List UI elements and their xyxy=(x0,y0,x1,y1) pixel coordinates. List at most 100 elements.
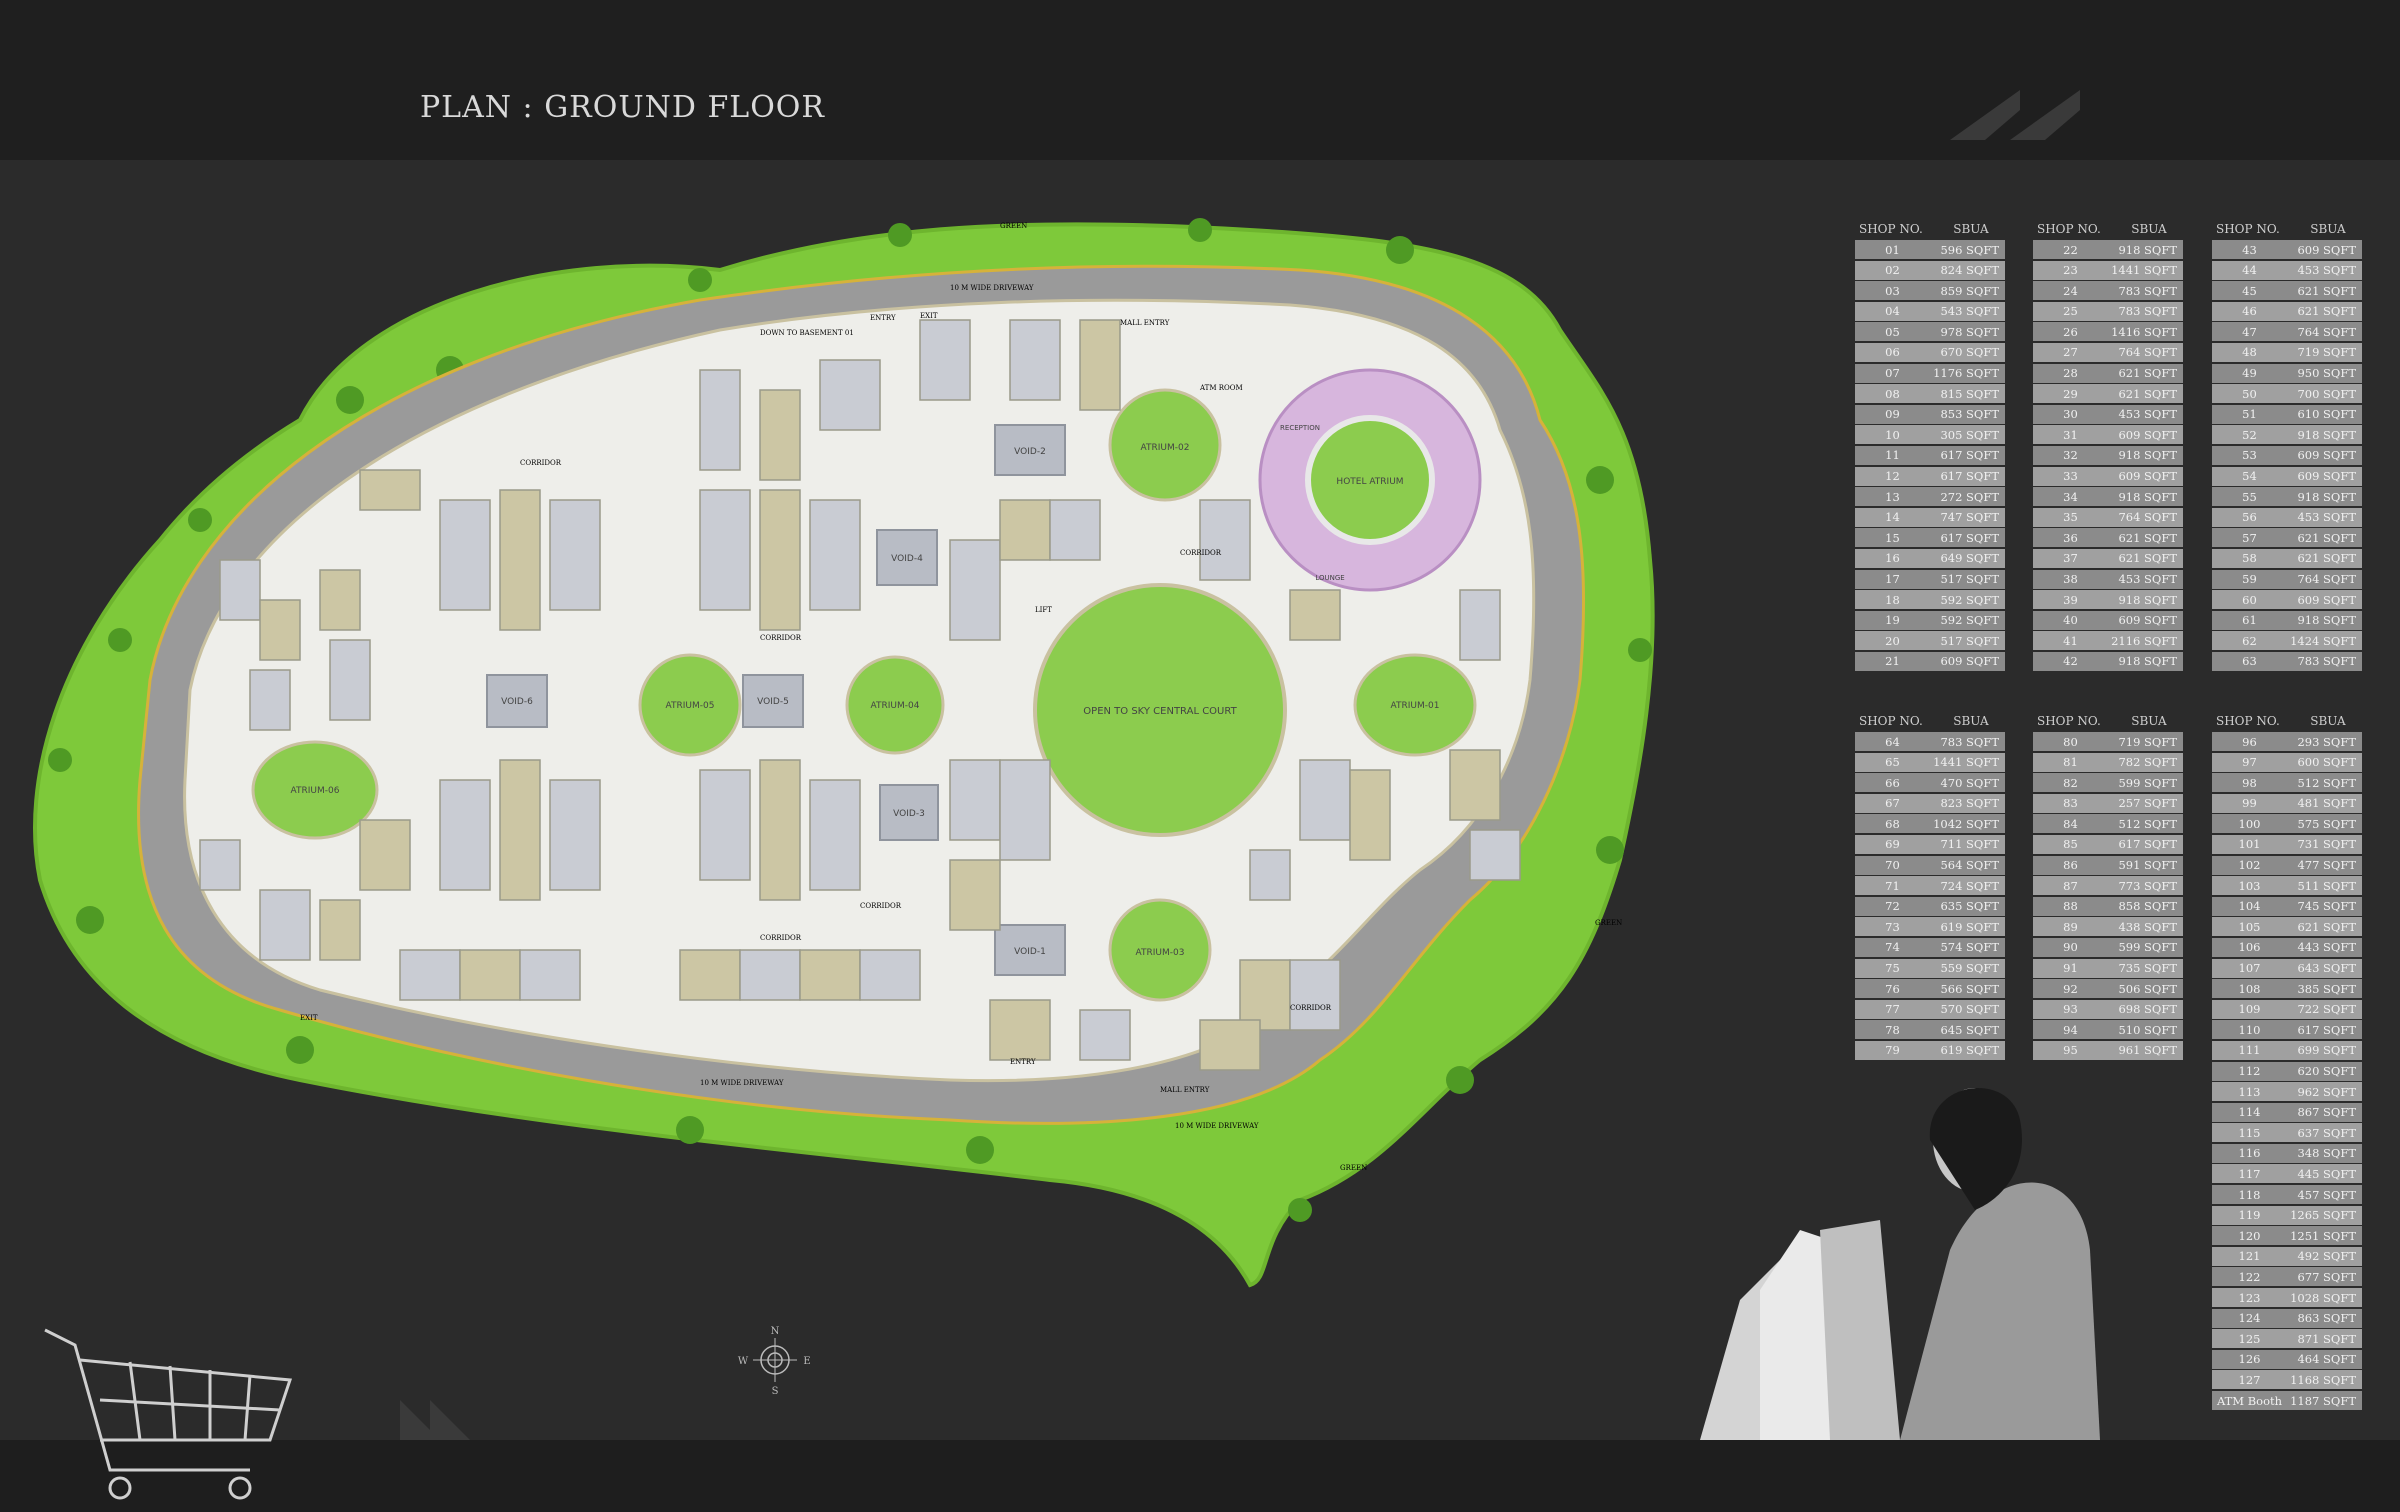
shop-area: 305 SQFT xyxy=(1940,427,1999,442)
shop-number: 67 xyxy=(1885,796,1900,811)
shop-area: 481 SQFT xyxy=(2297,796,2356,811)
shop-number: 122 xyxy=(2238,1269,2261,1284)
shopping-cart-icon xyxy=(44,1328,293,1500)
atrium-03-label: ATRIUM-03 xyxy=(1136,948,1185,958)
green-label: GREEN xyxy=(1000,222,1027,230)
atrium-01 xyxy=(1353,653,1477,757)
driveway-label: 10 M WIDE DRIVEWAY xyxy=(950,284,1034,292)
void-3-label: VOID-3 xyxy=(893,809,925,819)
shop-number: 61 xyxy=(2242,613,2257,628)
shop-number: 88 xyxy=(2063,899,2078,914)
shop-area: 918 SQFT xyxy=(2118,654,2177,669)
shop-area: 621 SQFT xyxy=(2297,551,2356,566)
page-title: PLAN : GROUND FLOOR xyxy=(420,90,825,125)
shop-area: 764 SQFT xyxy=(2118,345,2177,360)
shop-area: 649 SQFT xyxy=(1940,551,1999,566)
shop-number: 84 xyxy=(2063,816,2078,831)
shop-area: 621 SQFT xyxy=(2297,304,2356,319)
shop-number: 114 xyxy=(2238,1105,2261,1120)
void-6-label: VOID-6 xyxy=(501,697,533,707)
corridor-label: CORRIDOR xyxy=(1180,549,1222,557)
header-shop-no: SHOP NO. xyxy=(2216,714,2280,728)
shop-number: 124 xyxy=(2238,1311,2261,1326)
shop-area: 621 SQFT xyxy=(2118,551,2177,566)
mall-entry-label: MALL ENTRY xyxy=(1160,1086,1210,1094)
shop-area: 735 SQFT xyxy=(2118,961,2177,976)
shop-number: 56 xyxy=(2242,510,2257,525)
shop-number: 42 xyxy=(2063,654,2078,669)
shop-number: 72 xyxy=(1885,899,1900,914)
shop-number: 102 xyxy=(2238,858,2261,873)
shop-area: 1424 SQFT xyxy=(2290,633,2356,648)
shop-number: 108 xyxy=(2238,981,2261,996)
corridor-label: CORRIDOR xyxy=(520,459,562,467)
shop-area: 609 SQFT xyxy=(2297,242,2356,257)
shop-area: 453 SQFT xyxy=(2118,572,2177,586)
shop-number: 15 xyxy=(1885,530,1900,545)
shop-area: 621 SQFT xyxy=(2118,366,2177,381)
shop-number: 19 xyxy=(1885,613,1900,628)
atrium-04 xyxy=(845,655,945,755)
shop-number: 29 xyxy=(2063,386,2078,401)
shop-number: 71 xyxy=(1885,878,1900,893)
shop-area: 699 SQFT xyxy=(2297,1043,2356,1058)
shop-number: 65 xyxy=(1885,755,1900,770)
shop-area: 918 SQFT xyxy=(2297,613,2356,628)
shop-area: 512 SQFT xyxy=(2118,816,2177,831)
shop-number: 96 xyxy=(2242,734,2257,749)
compass-icon: N S E W xyxy=(738,1326,811,1397)
shop-area: 1187 SQFT xyxy=(2290,1393,2356,1408)
shop-area: 559 SQFT xyxy=(1940,961,1999,976)
shop-number: ATM Booth xyxy=(2216,1393,2283,1408)
shop-area: 619 SQFT xyxy=(1940,919,1999,934)
shop-area: 511 SQFT xyxy=(2297,878,2356,893)
shop-area: 609 SQFT xyxy=(2297,448,2356,463)
hotel-atrium-label: HOTEL ATRIUM xyxy=(1336,477,1403,487)
corridor-label: CORRIDOR xyxy=(760,634,802,642)
shop-number: 109 xyxy=(2238,1002,2261,1017)
shop-number: 86 xyxy=(2063,858,2078,873)
shop-area: 592 SQFT xyxy=(1940,613,1999,628)
shop-area: 596 SQFT xyxy=(1940,242,1999,257)
shop-number: 06 xyxy=(1885,345,1900,360)
shop-area: 722 SQFT xyxy=(2297,1002,2356,1017)
shop-number: 10 xyxy=(1885,427,1900,442)
shop-area: 859 SQFT xyxy=(1940,283,1999,298)
shop-area: 1168 SQFT xyxy=(2290,1372,2356,1387)
table-row: 42 918 SQFT xyxy=(2033,651,2183,671)
corridor-label: CORRIDOR xyxy=(1290,1004,1332,1012)
central-court xyxy=(1033,583,1287,837)
